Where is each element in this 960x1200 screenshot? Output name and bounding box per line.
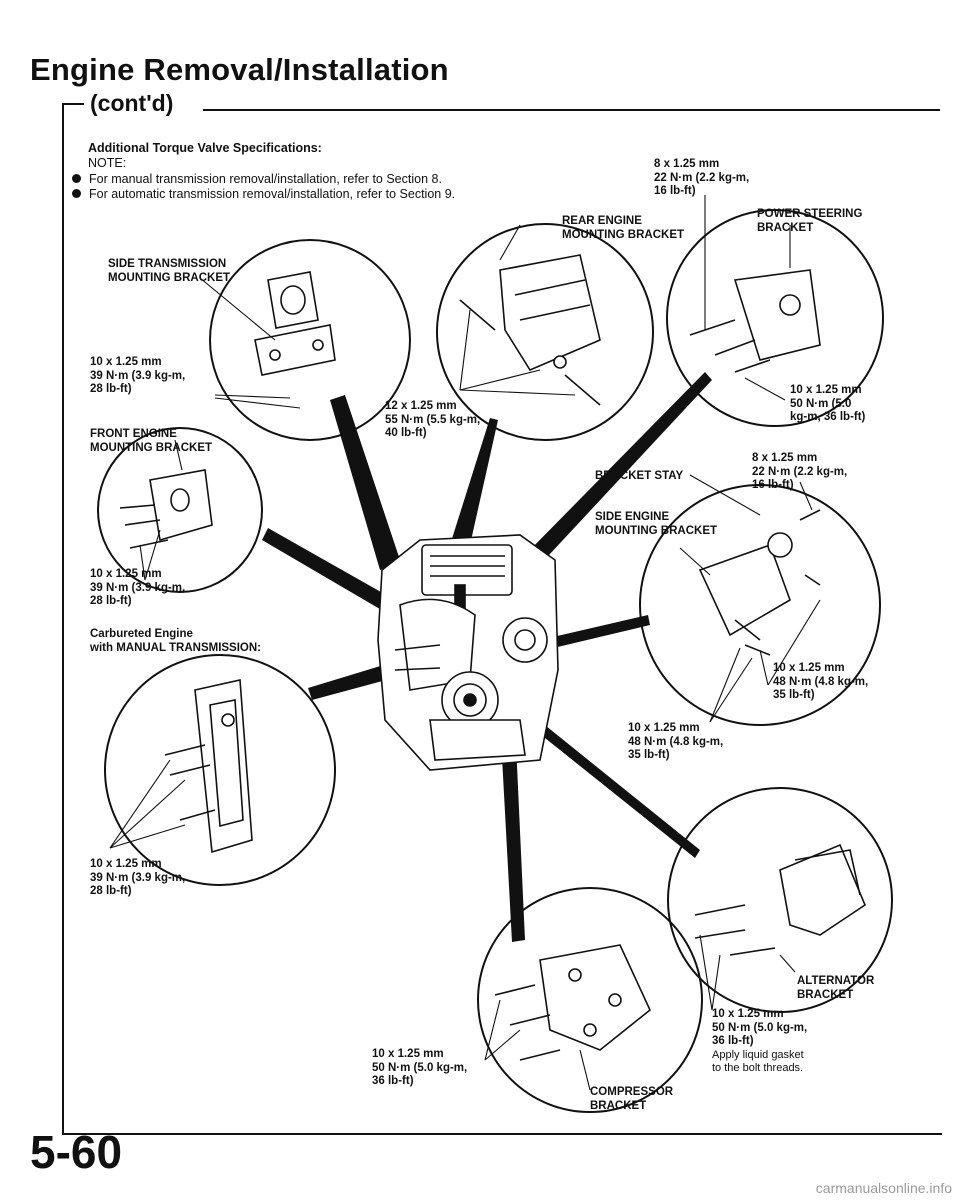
page-subtitle: (cont'd) (90, 90, 174, 116)
circle-alternator-detail (667, 787, 893, 1013)
watermark: carmanualsonline.info (815, 1180, 952, 1196)
wedge-side-engine (540, 615, 650, 650)
spec-rear-engine: 12 x 1.25 mm 55 N·m (5.5 kg-m, 40 lb-ft) (385, 400, 481, 439)
circle-side-trans-detail (209, 239, 411, 441)
engine-illustration (377, 534, 559, 771)
spec-side-engine-center: 10 x 1.25 mm 48 N·m (4.8 kg-m, 35 lb-ft) (628, 722, 724, 761)
wedge-compressor (500, 720, 525, 942)
spec-top-bracket: 8 x 1.25 mm 22 N·m (2.2 kg-m, 16 lb-ft) (654, 158, 750, 197)
label-rear-engine-bracket: REAR ENGINE MOUNTING BRACKET (562, 215, 685, 241)
label-side-engine-bracket: SIDE ENGINE MOUNTING BRACKET (595, 511, 718, 537)
intro-heading: Additional Torque Valve Specifications: (88, 141, 322, 155)
subtitle-rule (203, 109, 940, 111)
label-compressor-bracket: COMPRESSOR BRACKET (590, 1086, 674, 1112)
circle-power-steering-detail (666, 209, 884, 427)
circle-side-engine-detail (639, 484, 881, 726)
label-bracket-stay: BRACKET STAY (595, 470, 684, 482)
note-label: NOTE: (88, 156, 127, 170)
label-power-steering-bracket: POWER STEERING BRACKET (757, 208, 863, 234)
frame-top-tick (62, 103, 84, 105)
spec-front-engine: 10 x 1.25 mm 39 N·m (3.9 kg-m, 28 lb-ft) (90, 568, 186, 607)
wedge-front-engine (262, 528, 395, 612)
bullet-manual: For manual transmission removal/installa… (72, 172, 442, 186)
spec-carbureted: 10 x 1.25 mm 39 N·m (3.9 kg-m, 28 lb-ft) (90, 858, 186, 897)
spec-side-transmission: 10 x 1.25 mm 39 N·m (3.9 kg-m, 28 lb-ft) (90, 356, 186, 395)
page-title: Engine Removal/Installation (30, 52, 449, 87)
circle-carbureted-detail (104, 654, 336, 886)
spec-side-engine-right: 10 x 1.25 mm 48 N·m (4.8 kg-m, 35 lb-ft) (773, 662, 869, 701)
wedge-side-trans (330, 395, 400, 570)
circle-front-engine-detail (97, 427, 263, 593)
spec-alternator: 10 x 1.25 mm 50 N·m (5.0 kg-m, 36 lb-ft) (712, 1008, 808, 1047)
spec-compressor: 10 x 1.25 mm 50 N·m (5.0 kg-m, 36 lb-ft) (372, 1048, 468, 1087)
label-front-engine-bracket: FRONT ENGINE MOUNTING BRACKET (90, 428, 213, 454)
label-alternator-bracket: ALTERNATOR BRACKET (797, 975, 875, 1001)
label-carbureted-engine: Carbureted Engine with MANUAL TRANSMISSI… (90, 628, 262, 654)
detail-circles (97, 209, 893, 1113)
wedge-power-steering (525, 372, 712, 570)
circle-compressor-detail (477, 887, 703, 1113)
frame-bottom-rule (62, 1133, 942, 1135)
label-side-transmission-bracket: SIDE TRANSMISSION MOUNTING BRACKET (108, 258, 231, 284)
bullet-dot-icon (72, 174, 81, 183)
frame-left-rule (62, 103, 64, 1133)
bullet-automatic: For automatic transmission removal/insta… (72, 187, 455, 201)
wedge-alternator (510, 705, 700, 858)
circle-rear-engine-detail (436, 223, 654, 441)
spec-power-steering: 10 x 1.25 mm 50 N·m (5.0 kg-m, 36 lb-ft) (790, 384, 866, 423)
note-liquid-gasket: Apply liquid gasket to the bolt threads. (712, 1049, 804, 1074)
leader-lines (109, 195, 821, 1091)
spec-bracket-stay: 8 x 1.25 mm 22 N·m (2.2 kg-m, 16 lb-ft) (752, 452, 848, 491)
pointer-wedges (262, 372, 712, 942)
bracket-sketches (119, 254, 866, 1061)
wedge-rear-engine (450, 418, 498, 545)
bullet-dot-icon (72, 189, 81, 198)
page-number: 5-60 (30, 1126, 123, 1178)
